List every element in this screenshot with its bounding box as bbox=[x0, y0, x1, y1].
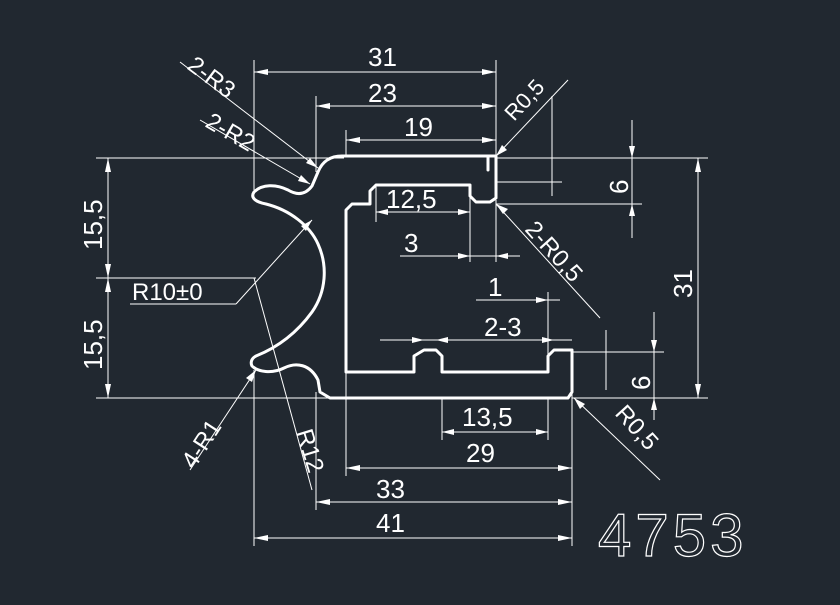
dim-1: 1 bbox=[488, 272, 502, 302]
radius-4-r1: 4-R1 bbox=[176, 415, 227, 473]
radius-2-r0-5: 2-R0,5 bbox=[520, 216, 588, 288]
radius-r10: R10±0 bbox=[132, 279, 203, 306]
dim-23: 23 bbox=[368, 78, 397, 108]
radius-2-r3: 2-R3 bbox=[182, 51, 240, 104]
dim-3: 3 bbox=[404, 228, 418, 258]
dimension-labels: 31 23 19 12,5 3 1 2-3 13,5 29 33 41 15,5… bbox=[78, 42, 698, 538]
dim-15-5-upper: 15,5 bbox=[78, 199, 108, 250]
dim-31-top: 31 bbox=[368, 42, 397, 72]
dim-41: 41 bbox=[376, 508, 405, 538]
dim-2-3: 2-3 bbox=[484, 312, 522, 342]
dim-6-upper: 6 bbox=[604, 180, 634, 194]
dim-33: 33 bbox=[376, 474, 405, 504]
radius-r0-5-top: R0,5 bbox=[499, 74, 549, 125]
profile-outline bbox=[249, 154, 574, 400]
dim-19: 19 bbox=[404, 112, 433, 142]
dim-13-5: 13,5 bbox=[462, 402, 513, 432]
dim-6-lower: 6 bbox=[626, 376, 656, 390]
dim-15-5-lower: 15,5 bbox=[78, 319, 108, 370]
radius-r12: R12 bbox=[290, 426, 329, 476]
dim-12-5: 12,5 bbox=[386, 184, 437, 214]
dim-29: 29 bbox=[466, 438, 495, 468]
dimension-lines bbox=[96, 60, 708, 546]
dim-31-right: 31 bbox=[668, 269, 698, 298]
part-number: 4753 bbox=[598, 502, 747, 569]
